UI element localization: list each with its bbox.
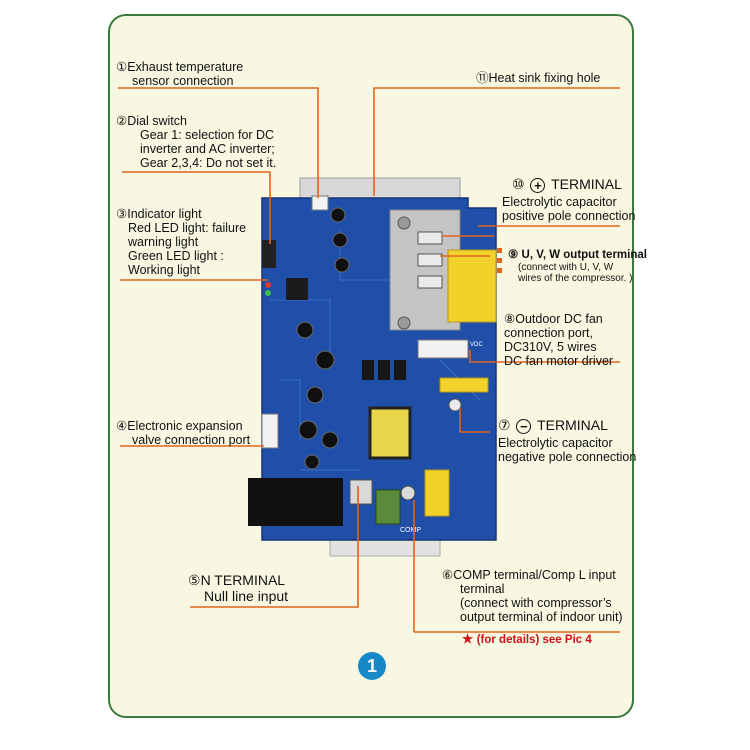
heat-sink-screw [397, 216, 411, 230]
label-minus-terminal: ⑦ − TERMINAL Electrolytic capacitor nega… [498, 417, 636, 464]
label-line: DC fan motor driver [504, 354, 614, 368]
label-comp-terminal: ⑥COMP terminal/Comp L input terminal (co… [442, 568, 623, 624]
label-exhaust-sensor: ①Exhaust temperature sensor connection [116, 60, 243, 88]
label-line: Dial switch [127, 114, 187, 128]
label-number: ④ [116, 419, 128, 433]
label-number: ⑦ [498, 417, 511, 433]
label-line: terminal [460, 582, 505, 596]
n-terminal [349, 479, 373, 505]
label-dc-fan-port: ⑧Outdoor DC fan connection port, DC310V,… [504, 312, 613, 368]
label-title: TERMINAL [551, 176, 622, 192]
silk-vdc: VDC [470, 342, 483, 348]
label-number: ③ [116, 207, 128, 221]
label-line: Exhaust temperature [127, 60, 244, 74]
label-line: COMP terminal/Comp L input [453, 568, 616, 582]
label-line: valve connection port [132, 433, 251, 447]
yellow-capacitor-2 [424, 469, 450, 517]
uvw-terminals [417, 231, 443, 289]
mcu-chip [286, 278, 308, 300]
label-line: Electrolytic capacitor [498, 435, 613, 450]
label-line: warning light [128, 235, 199, 249]
label-title: U, V, W output terminal [521, 249, 647, 261]
leader-7 [459, 408, 490, 433]
label-line: Outdoor DC fan [515, 312, 603, 326]
label-line: wires of the compressor. ) [518, 273, 633, 284]
label-heat-sink-hole: ⑪Heat sink fixing hole [476, 71, 600, 85]
label-line: inverter and AC inverter; [140, 142, 275, 156]
exhaust-sensor-connector [311, 195, 329, 211]
label-line: sensor connection [132, 74, 234, 88]
dc-fan-connector [417, 339, 469, 359]
leader-11 [373, 87, 620, 196]
green-led [265, 290, 271, 296]
label-line: output terminal of indoor unit) [460, 610, 623, 624]
label-line: Working light [128, 263, 201, 277]
label-line: (connect with compressor’s [460, 596, 612, 610]
label-line: negative pole connection [498, 449, 637, 464]
label-line: Green LED light : [128, 249, 224, 263]
label-line: (connect with U, V, W [518, 262, 614, 273]
label-indicator-light: ③Indicator light Red LED light: failure … [116, 207, 246, 277]
silk-comp: COMP [400, 527, 421, 534]
label-number: ⑪ [476, 71, 489, 85]
footnote-text[interactable]: (for details) see Pic 4 [476, 634, 592, 646]
label-line: connection port, [504, 326, 593, 340]
uvw-markers [497, 248, 502, 273]
label-number: ⑨ [508, 249, 519, 261]
label-n-terminal: ⑤N TERMINAL Null line input [188, 572, 288, 604]
label-line: Red LED light: failure [128, 221, 247, 235]
label-line: Gear 2,3,4: Do not set it. [140, 156, 277, 170]
label-line: Gear 1: selection for DC [140, 128, 275, 142]
label-eev-port: ④Electronic expansion valve connection p… [116, 419, 250, 447]
label-line: positive pole connection [502, 208, 636, 223]
label-dial-switch: ②Dial switch Gear 1: selection for DC in… [116, 114, 276, 170]
label-plus-terminal: ⑩ + TERMINAL Electrolytic capacitor posi… [502, 176, 635, 223]
label-number: ② [116, 114, 128, 128]
transistors [362, 360, 406, 380]
label-number: ⑩ [512, 176, 525, 192]
label-title: TERMINAL [537, 417, 608, 433]
dial-switch [262, 240, 276, 268]
label-line: Indicator light [127, 207, 202, 221]
minus-circle-icon: − [516, 418, 532, 434]
film-capacitor [447, 249, 497, 323]
comp-terminal [400, 485, 416, 501]
star-icon: ★ [462, 632, 474, 646]
yellow-resistor [439, 377, 489, 393]
transformer [368, 406, 412, 460]
label-line: Null line input [204, 588, 289, 604]
label-number: ⑤ [188, 572, 201, 588]
eev-connector [261, 413, 279, 449]
label-line: N TERMINAL [200, 572, 286, 588]
green-capacitor [375, 489, 401, 525]
label-line: Heat sink fixing hole [488, 71, 601, 85]
label-line: Electronic expansion [127, 419, 243, 433]
red-led [265, 282, 271, 288]
footnote: ★ (for details) see Pic 4 [462, 632, 592, 647]
minus-terminal [448, 398, 462, 412]
label-number: ⑧ [504, 312, 516, 326]
leader-8 [469, 350, 620, 363]
plus-circle-icon: + [530, 177, 546, 193]
label-line: DC310V, 5 wires [504, 340, 597, 354]
relay [248, 478, 343, 526]
label-number: ⑥ [442, 568, 454, 582]
capacitors [296, 207, 350, 470]
label-uvw-terminal: ⑨ U, V, W output terminal (connect with … [508, 248, 647, 284]
label-number: ① [116, 60, 128, 74]
label-line: Electrolytic capacitor [502, 194, 617, 209]
leader-2 [122, 171, 271, 244]
leader-1 [118, 87, 319, 198]
leader-5 [190, 486, 359, 608]
figure-number-badge: 1 [358, 652, 386, 680]
